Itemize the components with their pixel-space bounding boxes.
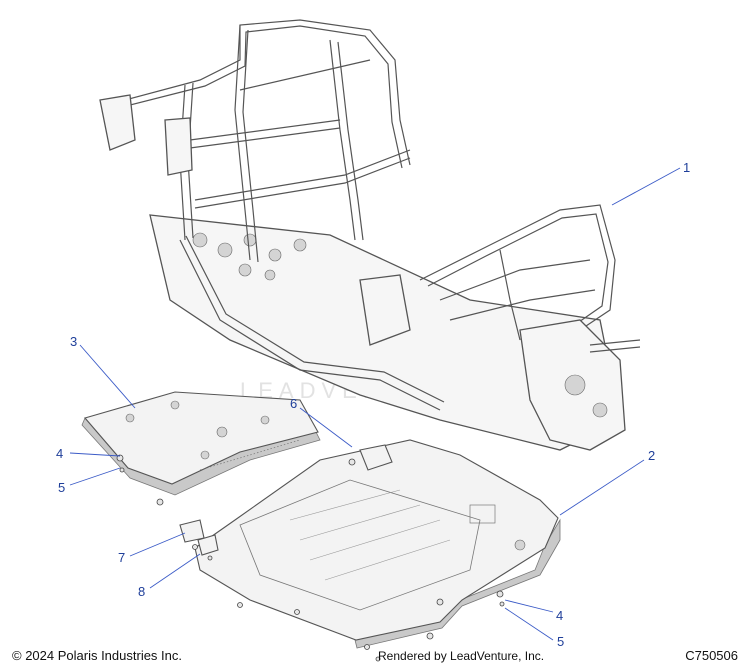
bracket-8[interactable]: [197, 534, 219, 556]
diagram-code: C750506: [685, 648, 738, 663]
frame-assembly[interactable]: [99, 19, 641, 451]
callout-8[interactable]: 8: [138, 584, 145, 599]
bracket-6[interactable]: [359, 444, 393, 471]
callout-6[interactable]: 6: [290, 396, 297, 411]
callout-3[interactable]: 3: [70, 334, 77, 349]
rendered-by-text: Rendered by LeadVenture, Inc.: [378, 649, 545, 663]
bracket-7[interactable]: [179, 519, 205, 543]
callout-7[interactable]: 7: [118, 550, 125, 565]
rear-skid-plate[interactable]: [81, 391, 321, 496]
callout-leaders: [69, 167, 681, 641]
callout-4-left[interactable]: 4: [56, 446, 63, 461]
callout-4-right[interactable]: 4: [556, 608, 563, 623]
main-skid-plate[interactable]: [194, 439, 561, 649]
callout-5-right[interactable]: 5: [557, 634, 564, 649]
copyright-text: © 2024 Polaris Industries Inc.: [12, 648, 182, 663]
fasteners: [116, 454, 505, 662]
callout-5-left[interactable]: 5: [58, 480, 65, 495]
callout-1[interactable]: 1: [683, 160, 690, 175]
callout-2[interactable]: 2: [648, 448, 655, 463]
